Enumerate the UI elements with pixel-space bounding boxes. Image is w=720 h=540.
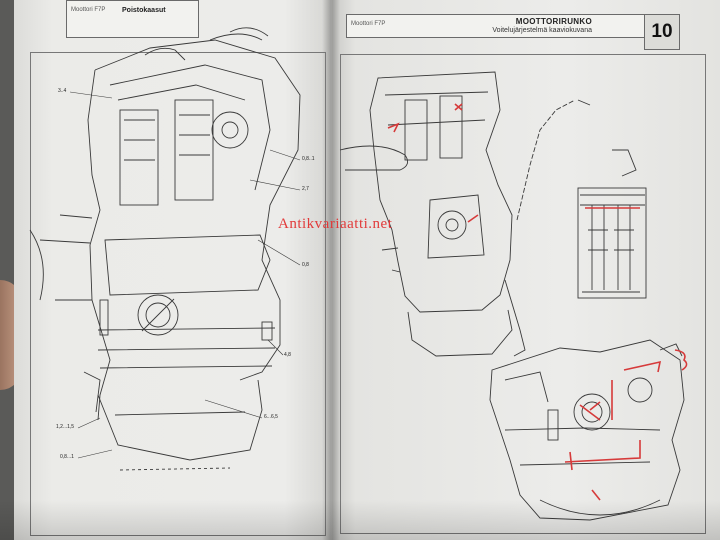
left-page bbox=[14, 0, 332, 540]
callout-label: 3..4 bbox=[58, 88, 67, 94]
left-engine-cutaway bbox=[29, 27, 301, 471]
right-upper-engine bbox=[339, 71, 591, 357]
right-lower-engine bbox=[489, 339, 685, 521]
callout-label: 4,8 bbox=[284, 352, 291, 358]
watermark: Antikvariaatti.net bbox=[278, 216, 393, 232]
left-header-section: Poistokaasut bbox=[122, 7, 166, 14]
left-header-section-box: Poistokaasut bbox=[118, 0, 199, 38]
photo-shadow bbox=[0, 500, 720, 540]
page-title: MOOTTORIRUNKO bbox=[515, 17, 592, 26]
page-number: 10 bbox=[644, 14, 680, 50]
callout-label: 2,7 bbox=[302, 186, 309, 192]
callout-label: 0,8...1 bbox=[60, 454, 74, 460]
callout-label: 6...6,5 bbox=[264, 414, 278, 420]
left-header-model: Moottori F7P bbox=[71, 7, 106, 13]
right-valve-detail bbox=[577, 149, 647, 299]
callout-label: 1,2...1,5 bbox=[56, 424, 75, 430]
oil-flow-arrows bbox=[387, 103, 688, 501]
right-header-title-box: MOOTTORIRUNKO Voitelujärjestelmä kaaviok… bbox=[396, 14, 645, 38]
page-subtitle: Voitelujärjestelmä kaaviokuvana bbox=[492, 27, 592, 34]
callout-label: 0,8..1 bbox=[302, 156, 315, 162]
right-header-model: Moottori F7P bbox=[351, 21, 386, 27]
right-diagram-frame bbox=[340, 54, 706, 534]
book-gutter bbox=[322, 0, 340, 540]
right-page bbox=[332, 0, 720, 540]
callout-label: 0,8 bbox=[302, 262, 309, 268]
